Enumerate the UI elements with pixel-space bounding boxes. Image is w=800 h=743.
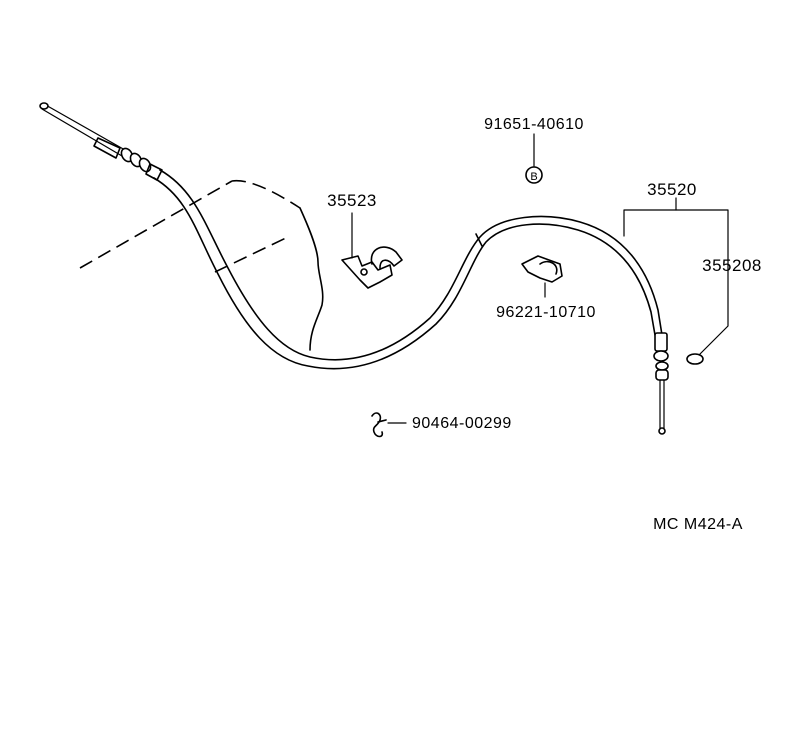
label-bolt: 91651-40610 — [484, 116, 584, 133]
cable-assembly — [39, 102, 669, 435]
cable-end-knob-left — [39, 102, 49, 110]
label-clamp: 96221-10710 — [496, 304, 596, 321]
cable-end-knob-right — [658, 427, 666, 435]
cable-sleeve-right — [654, 332, 668, 352]
label-cable-sub: 355208 — [702, 256, 762, 275]
cable-sleeve-left — [93, 137, 121, 159]
clamp-part — [521, 255, 563, 298]
label-clip: 90464-00299 — [412, 415, 512, 432]
bracket-part — [341, 212, 403, 289]
bolt-circle-icon — [525, 166, 543, 184]
label-cable-assy: 35520 — [647, 180, 697, 199]
diagram-code: MC M424-A — [653, 516, 743, 533]
cable-assy-leader — [623, 197, 729, 365]
clip-part — [371, 412, 407, 438]
label-bracket: 35523 — [327, 191, 377, 210]
bolt-symbol: B — [530, 171, 537, 183]
vehicle-body-outline — [79, 179, 324, 351]
bolt-part: B — [525, 133, 543, 184]
cable-sub-part — [686, 353, 704, 365]
